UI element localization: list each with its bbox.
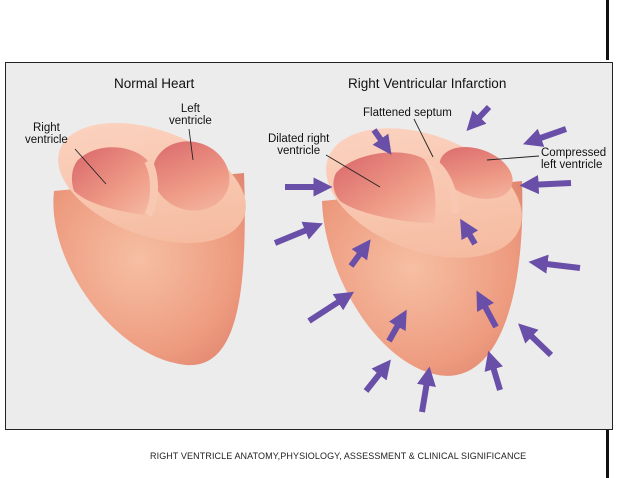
slide-caption: RIGHT VENTRICLE ANATOMY,PHYSIOLOGY, ASSE… — [150, 451, 527, 461]
normal-heart — [53, 122, 246, 366]
bottom-edge-bar — [606, 430, 609, 478]
compression-arrows — [273, 104, 581, 413]
label-right-ventricle: Right ventricle — [25, 122, 68, 146]
top-edge-bar — [606, 0, 609, 60]
label-compressed-left-ventricle: Compressed left ventricle — [541, 147, 607, 171]
infarcted-heart — [322, 128, 523, 376]
label-left-ventricle: Left ventricle — [169, 103, 212, 127]
label-flattened-septum: Flattened septum — [363, 107, 452, 119]
normal-heart-title: Normal Heart — [114, 76, 195, 91]
heart-diagram: Normal Heart Right Ventricular Infarctio… — [5, 62, 613, 430]
heart-illustration — [53, 104, 581, 413]
leader-lines — [74, 118, 540, 188]
infarction-title: Right Ventricular Infarction — [348, 76, 507, 91]
label-dilated-right-ventricle: Dilated right ventricle — [268, 133, 330, 157]
